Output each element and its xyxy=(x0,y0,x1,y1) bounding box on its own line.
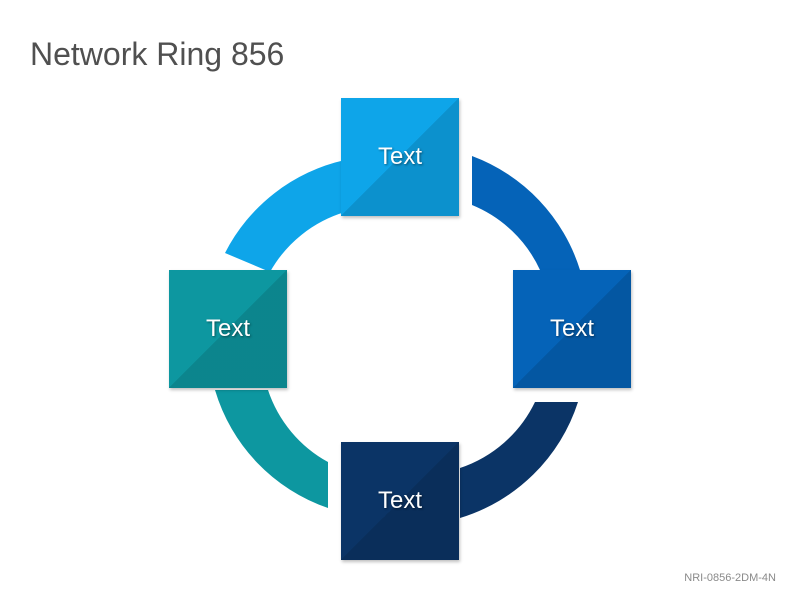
node-top[interactable]: Text xyxy=(341,98,459,216)
node-label: Text xyxy=(377,487,422,514)
arc-bottom-right xyxy=(460,402,578,518)
node-left[interactable]: Text xyxy=(169,270,287,388)
node-right[interactable]: Text xyxy=(513,270,631,388)
node-bottom[interactable]: Text xyxy=(341,442,459,560)
node-label: Text xyxy=(377,143,422,170)
node-label: Text xyxy=(205,315,250,342)
arc-bottom-left xyxy=(215,390,328,508)
page-title: Network Ring 856 xyxy=(30,36,285,72)
arc-top-right xyxy=(472,156,580,270)
footer-code: NRI-0856-2DM-4N xyxy=(684,572,776,584)
arc-top-left xyxy=(225,160,345,272)
node-label: Text xyxy=(549,315,594,342)
